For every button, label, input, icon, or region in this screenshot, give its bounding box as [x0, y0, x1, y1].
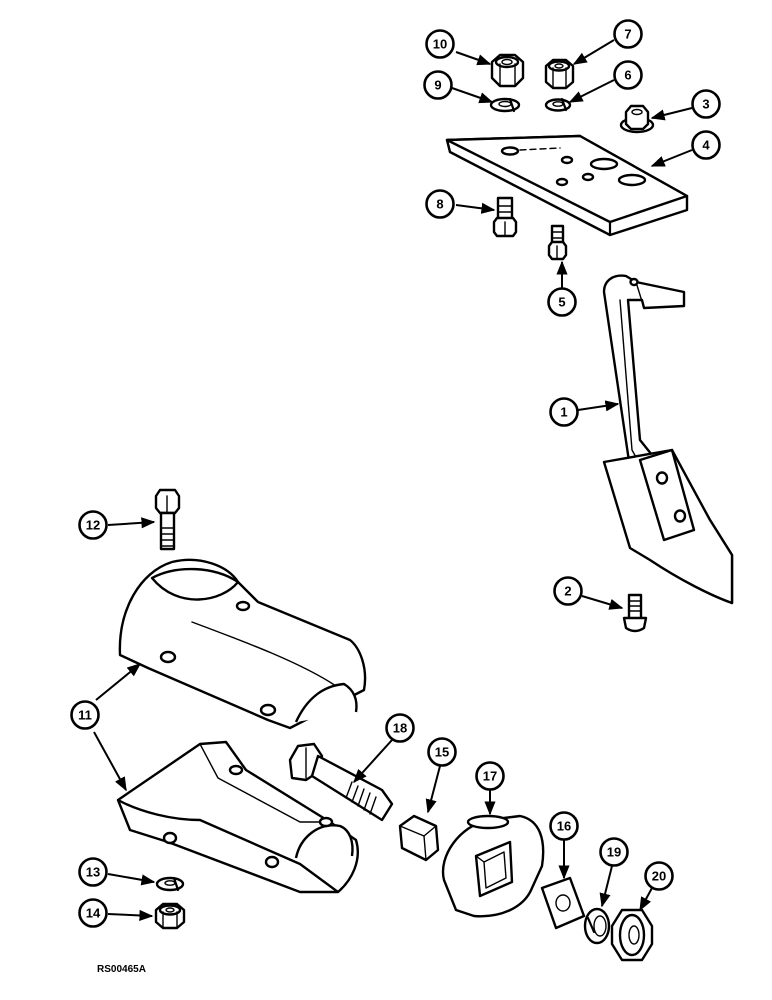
leader-3 [650, 107, 693, 121]
hex-nut-10 [490, 53, 525, 88]
leader-12 [107, 517, 156, 529]
callout-4: 4 [702, 138, 710, 153]
leader-11-lower [93, 731, 127, 792]
leader-14 [107, 909, 154, 922]
leader-6 [568, 79, 615, 103]
callout-8: 8 [436, 197, 443, 212]
callout-circle-15 [427, 737, 457, 767]
leader-20 [639, 887, 653, 912]
flange-nut-3 [619, 104, 655, 134]
callout-6: 6 [624, 68, 631, 83]
callout-14: 14 [86, 906, 101, 921]
callout-circle-16 [549, 811, 579, 841]
callout-circle-18 [385, 713, 415, 743]
cap-screw-8 [492, 196, 518, 238]
callout-circle-9 [423, 70, 453, 100]
callout-circle-4 [691, 130, 721, 160]
callout-7: 7 [624, 27, 631, 42]
callout-19: 19 [607, 845, 621, 860]
hex-nut-14 [154, 902, 186, 930]
callout-20: 20 [652, 869, 666, 884]
cap-screw-5 [547, 224, 568, 261]
callout-circle-6 [613, 60, 643, 90]
clamp-upper-11 [118, 558, 367, 730]
lock-washer-13 [155, 876, 185, 892]
callout-circle-1 [549, 397, 579, 427]
callout-circle-3 [691, 89, 721, 119]
callout-3: 3 [702, 97, 709, 112]
carriage-bolt-18 [288, 742, 394, 822]
lock-washer-9 [489, 97, 521, 113]
callout-circle-11 [70, 700, 100, 730]
callout-13: 13 [86, 865, 100, 880]
callout-15: 15 [435, 745, 449, 760]
callout-5: 5 [558, 295, 565, 310]
leader-7 [572, 39, 615, 65]
callout-18: 18 [393, 721, 407, 736]
hex-bolt-12 [154, 488, 181, 551]
leader-11-upper [95, 663, 142, 701]
callout-circle-20 [644, 861, 674, 891]
leader-19 [599, 865, 613, 908]
callout-circle-17 [475, 761, 505, 791]
callout-circle-10 [425, 29, 455, 59]
leader-4 [650, 149, 693, 167]
callout-1: 1 [560, 405, 567, 420]
lock-washer-6 [544, 97, 572, 112]
callout-circle-5 [547, 287, 577, 317]
callout-circle-7 [613, 19, 643, 49]
callout-circle-14 [78, 898, 108, 928]
callout-circle-2 [553, 576, 583, 606]
callout-circle-12 [78, 510, 108, 540]
hex-nut-7 [544, 58, 575, 90]
square-washer-16 [540, 876, 586, 930]
leader-2 [581, 595, 624, 610]
leader-13 [107, 873, 156, 886]
square-nut-15 [398, 814, 440, 862]
mounting-plate-4 [445, 134, 689, 237]
leader-15 [425, 765, 441, 814]
leader-1 [577, 400, 620, 412]
callout-11: 11 [78, 708, 92, 723]
hex-nut-20 [610, 908, 654, 962]
bearing-disc-17 [441, 814, 545, 918]
callout-12: 12 [86, 518, 100, 533]
leader-10 [455, 51, 492, 66]
callout-circle-8 [425, 189, 455, 219]
clamp-lower-11 [116, 740, 359, 894]
callout-17: 17 [483, 769, 497, 784]
callout-10: 10 [433, 37, 447, 52]
callout-16: 16 [557, 819, 571, 834]
callout-9: 9 [434, 78, 441, 93]
lock-washer-19 [583, 907, 611, 945]
plow-bolt-2 [622, 593, 648, 633]
callout-circle-19 [599, 837, 629, 867]
callout-circle-13 [78, 857, 108, 887]
shank-1 [602, 274, 734, 605]
callout-2: 2 [564, 584, 571, 599]
leader-9 [451, 87, 494, 104]
leader-18 [353, 739, 393, 784]
figure-reference: RS00465A [97, 964, 146, 975]
leader-8 [455, 202, 496, 214]
